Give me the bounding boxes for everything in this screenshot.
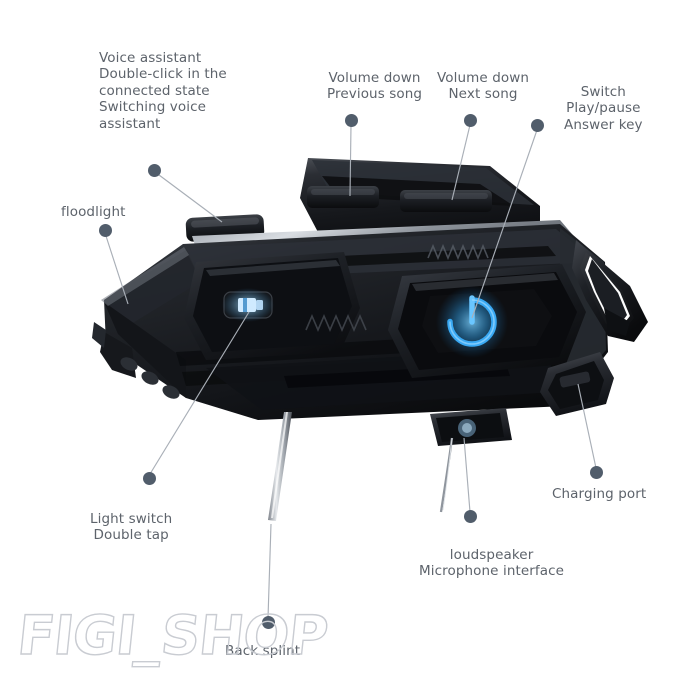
callout-dot-switch-play-pause[interactable] — [531, 119, 544, 132]
power-symbol — [436, 286, 508, 358]
callout-dot-volume-down-previous[interactable] — [345, 114, 358, 127]
back-splint — [268, 412, 292, 521]
vent-hatching — [305, 313, 367, 333]
callout-dot-voice-assistant[interactable] — [148, 164, 161, 177]
label-light-switch: Light switch Double tap — [90, 511, 173, 544]
microphone-module — [430, 408, 512, 446]
callout-dot-back-splint[interactable] — [262, 616, 275, 629]
callout-dot-loudspeaker[interactable] — [464, 510, 477, 523]
label-switch-play-pause: Switch Play/pause Answer key — [564, 84, 643, 133]
label-volume-down-next: Volume down Next song — [437, 70, 530, 103]
label-floodlight: floodlight — [61, 204, 126, 220]
mount-clip — [572, 240, 648, 342]
watermark-figi-shop: FIGI_SHOP — [14, 603, 331, 667]
label-charging-port: Charging port — [552, 486, 647, 502]
callout-dot-volume-down-next[interactable] — [464, 114, 477, 127]
charging-port-block — [540, 352, 614, 416]
led-panel-icon — [222, 288, 274, 322]
microphone-wire — [439, 437, 454, 513]
label-voice-assistant: Voice assistant Double-click in the conn… — [99, 50, 227, 132]
label-loudspeaker-microphone: loudspeaker Microphone interface — [419, 547, 565, 580]
callout-dot-light-switch[interactable] — [143, 472, 156, 485]
callout-dot-floodlight[interactable] — [99, 224, 112, 237]
label-back-splint: Back splint — [225, 643, 301, 659]
callout-dot-charging-port[interactable] — [590, 466, 603, 479]
top-buttons — [185, 186, 492, 242]
left-side-ports — [92, 322, 180, 399]
label-volume-down-previous: Volume down Previous song — [327, 70, 423, 103]
vent-hatching-right — [427, 243, 489, 261]
